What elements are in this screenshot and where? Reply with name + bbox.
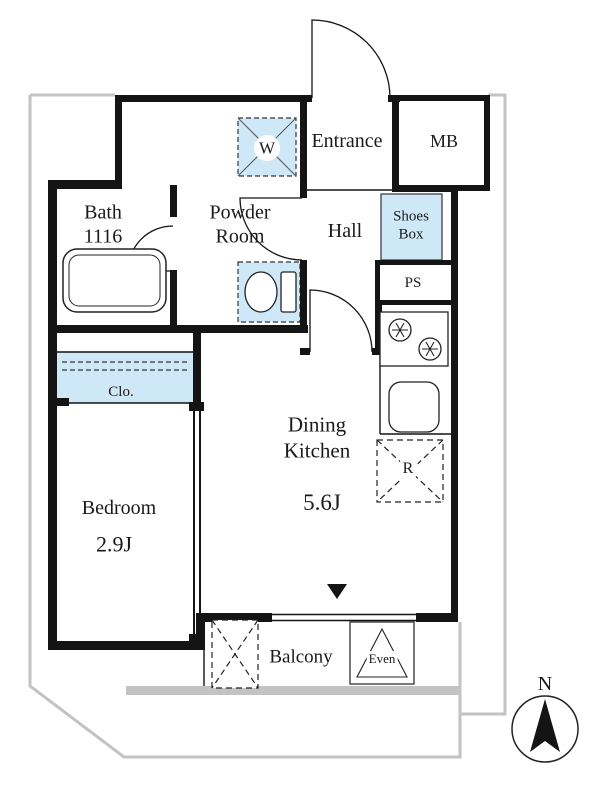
powder-room-label-line1: Powder [209, 201, 271, 224]
bathtub [62, 248, 167, 313]
fridge-label: R [402, 460, 414, 478]
walls [48, 95, 490, 650]
compass [511, 695, 579, 763]
stove-burner-marks [392, 322, 438, 357]
bath-label-size: 1116 [83, 226, 123, 248]
compass-needle [530, 699, 560, 752]
mb-label: MB [429, 131, 459, 152]
opening-marker-triangle [327, 584, 347, 599]
powder-room-label-line2: Room [215, 226, 265, 248]
dining-kitchen-label: Dining Kitchen [284, 412, 350, 463]
fridge-label-bg [397, 458, 419, 480]
bath-label-name: Bath [84, 201, 122, 224]
sink [388, 381, 440, 433]
entrance-label: Entrance [311, 129, 383, 152]
closet-dashes [62, 361, 188, 371]
balcony-floor-edge [126, 686, 460, 695]
hatch-label-text: Even [366, 651, 398, 667]
shoes-box-label-line1: Shoes [393, 208, 429, 225]
balcony-equipment-space [211, 619, 259, 689]
closet-label: Clo. [108, 383, 134, 400]
shoes-box-area [380, 193, 443, 261]
dining-kitchen-size-label: 5.6J [303, 489, 341, 515]
bath-label: Bath 1116 [84, 201, 123, 250]
window-lines [272, 613, 416, 622]
powder-room-label: Powder Room [209, 201, 270, 250]
hatch-label: Even [366, 651, 398, 667]
stove [379, 311, 449, 367]
powder-room-door-arc [239, 197, 303, 261]
shoes-box-label: Shoes Box [393, 208, 429, 245]
exterior-outline [28, 93, 507, 759]
hall-label: Hall [327, 219, 363, 242]
dining-kitchen-label-line1: Dining [287, 412, 347, 437]
compass-north-label: N [537, 672, 553, 695]
shoes-box-label-line2: Box [398, 227, 424, 243]
bedroom-size-label: 2.9J [95, 531, 133, 557]
dining-kitchen-door-arc [309, 289, 373, 353]
washer-label: W [258, 138, 276, 158]
washer-label-bg [254, 135, 280, 161]
entrance-door-arc [311, 19, 391, 99]
bedroom-label: Bedroom [81, 496, 157, 519]
ps-label: PS [404, 274, 422, 291]
closet-area [57, 352, 193, 403]
toilet-icon [244, 271, 297, 313]
balcony-label: Balcony [269, 646, 333, 668]
dining-kitchen-label-line2: Kitchen [283, 438, 351, 462]
